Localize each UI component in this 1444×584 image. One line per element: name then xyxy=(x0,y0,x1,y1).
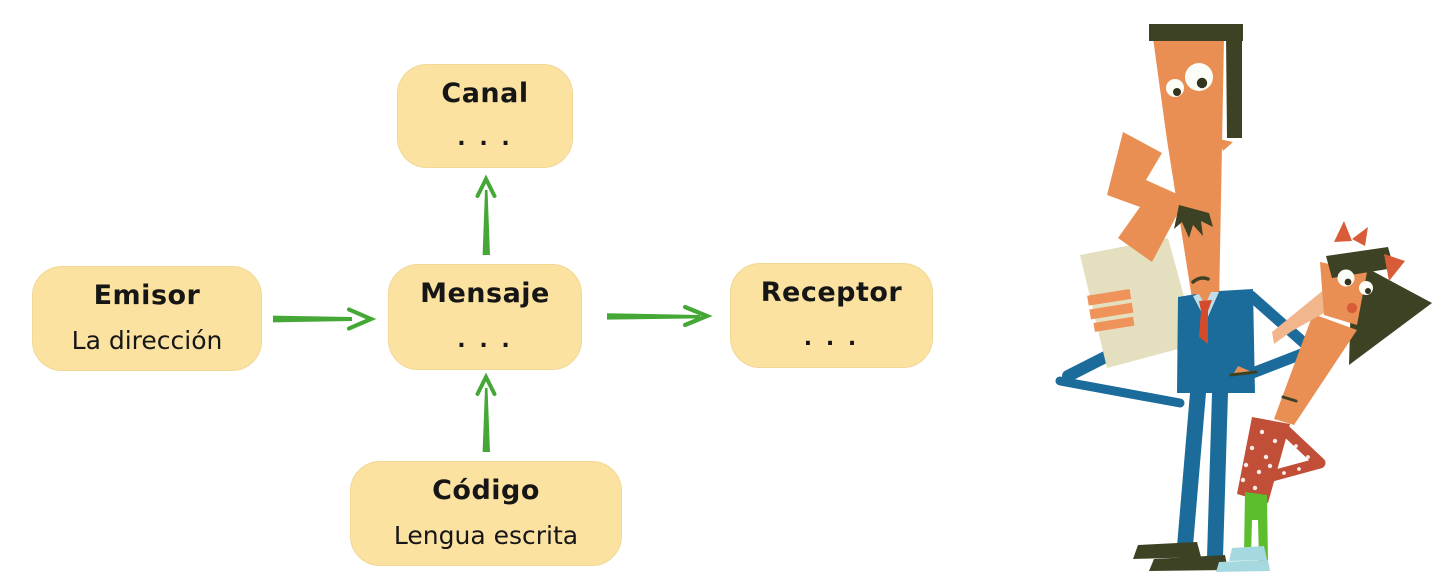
man-pocket-hand xyxy=(1229,366,1258,377)
girl-figure xyxy=(1216,221,1432,572)
man-bent-arm xyxy=(1107,132,1186,262)
node-emisor-title: Emisor xyxy=(93,280,201,311)
man-tie xyxy=(1199,300,1212,344)
node-emisor-subtitle: La dirección xyxy=(71,325,223,355)
girl-bows xyxy=(1334,221,1405,281)
node-canal-subtitle: . . . xyxy=(457,125,513,151)
node-receptor: Receptor . . . xyxy=(730,263,933,368)
man-legs xyxy=(1177,393,1228,557)
node-codigo-title: Código xyxy=(432,475,540,506)
node-receptor-title: Receptor xyxy=(760,277,903,308)
node-receptor-subtitle: . . . xyxy=(803,325,860,351)
girl-torso xyxy=(1274,314,1357,425)
node-canal-title: Canal xyxy=(441,78,529,109)
node-codigo: Código Lengua escrita xyxy=(350,461,622,566)
man-suit-jacket xyxy=(1177,289,1255,393)
man-and-girl-illustration xyxy=(1055,24,1432,572)
man-face xyxy=(1153,38,1224,305)
girl-hair-band xyxy=(1326,247,1394,278)
paper xyxy=(1080,238,1197,368)
girl-mouth xyxy=(1346,302,1358,314)
node-canal: Canal . . . xyxy=(397,64,573,168)
node-codigo-subtitle: Lengua escrita xyxy=(393,520,579,550)
man-shoes xyxy=(1133,542,1228,571)
arrow-codigo-to-mensaje xyxy=(475,372,497,452)
node-mensaje-subtitle: . . . xyxy=(457,327,513,353)
girl-dress-dots xyxy=(1240,429,1310,491)
girl-dress xyxy=(1237,417,1290,503)
girl-akimbo-arm xyxy=(1255,425,1326,485)
arrow-emisor-to-mensaje xyxy=(273,307,377,331)
paper-text-lines xyxy=(1087,288,1135,332)
arrow-mensaje-to-canal xyxy=(475,174,497,255)
man-mouth xyxy=(1191,276,1210,284)
man-dark-hand xyxy=(1174,205,1213,238)
node-mensaje: Mensaje . . . xyxy=(388,264,582,370)
man-figure xyxy=(1055,24,1318,571)
man-thumb xyxy=(1219,139,1233,151)
girl-legs xyxy=(1244,492,1268,562)
girl-eyes xyxy=(1337,269,1373,295)
girl-belly-dash xyxy=(1281,395,1298,403)
node-emisor: Emisor La dirección xyxy=(32,266,262,371)
arrow-mensaje-to-receptor xyxy=(607,304,713,328)
man-hair xyxy=(1149,24,1243,138)
node-mensaje-title: Mensaje xyxy=(420,278,550,309)
girl-shoes xyxy=(1216,546,1270,572)
man-eyes xyxy=(1166,63,1213,97)
